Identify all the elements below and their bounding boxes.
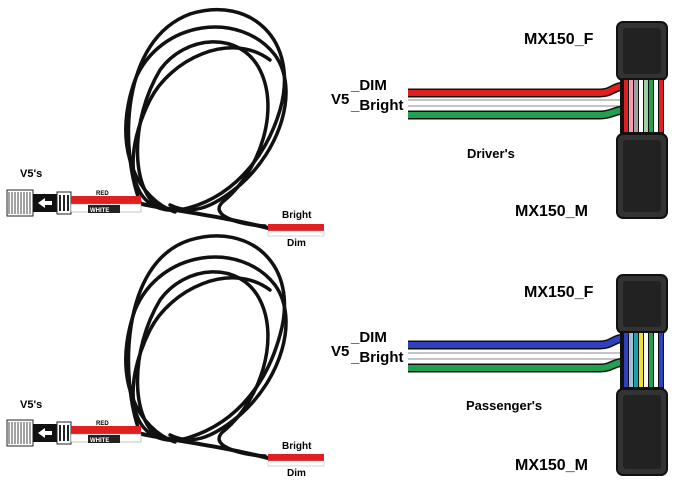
passenger-bright-label: _Bright: [350, 349, 404, 366]
driver-side-label: Driver's: [467, 146, 515, 161]
passenger-side-label: Passenger's: [466, 398, 542, 413]
passenger-pin-block: [620, 331, 664, 389]
passenger-harness-wires: [408, 333, 626, 373]
driver-female-connector: [616, 21, 668, 81]
driver-end-bright-wire: [268, 224, 324, 231]
driver-wire-white-label: WHITE: [90, 208, 109, 214]
passenger-plug-label: V5's: [20, 399, 42, 411]
driver-female-label: MX150_F: [524, 31, 594, 48]
passenger-wire-red-label: RED: [96, 421, 109, 427]
passenger-female-connector: [616, 274, 668, 334]
driver-section: V5's RED WHITE Bright Dim V5 _DIM _Brigh…: [6, 7, 668, 249]
passenger-end-dim-wire: [267, 460, 325, 467]
passenger-male-connector: [616, 388, 668, 476]
driver-cable-coil: [124, 7, 288, 230]
driver-wire-red-label: RED: [96, 191, 109, 197]
passenger-v5-plug: [6, 419, 142, 447]
driver-end-dim-wire: [267, 230, 325, 237]
driver-bright-label: _Bright: [350, 97, 404, 114]
passenger-end-bright-label: Bright: [282, 441, 312, 452]
passenger-male-label: MX150_M: [515, 457, 588, 474]
driver-dim-label: _DIM: [350, 77, 387, 94]
passenger-v5-label: V5: [331, 343, 349, 360]
passenger-end-dim-label: Dim: [287, 468, 306, 479]
driver-male-connector: [616, 133, 668, 219]
passenger-end-bright-wire: [268, 454, 324, 461]
passenger-wire-white-label: WHITE: [90, 438, 109, 444]
passenger-female-label: MX150_F: [524, 284, 594, 301]
driver-plug-label: V5's: [20, 168, 42, 180]
driver-harness-wires: [408, 81, 626, 120]
driver-v5-label: V5: [331, 91, 349, 108]
passenger-dim-label: _DIM: [350, 329, 387, 346]
driver-end-bright-label: Bright: [282, 210, 312, 221]
driver-male-label: MX150_M: [515, 203, 588, 220]
driver-pin-block: [620, 78, 664, 134]
driver-end-dim-label: Dim: [287, 238, 306, 249]
driver-v5-plug: [6, 189, 142, 217]
passenger-cable-coil: [124, 234, 288, 460]
passenger-section: V5's RED WHITE Bright Dim V5 _DIM _Brigh…: [6, 234, 668, 479]
